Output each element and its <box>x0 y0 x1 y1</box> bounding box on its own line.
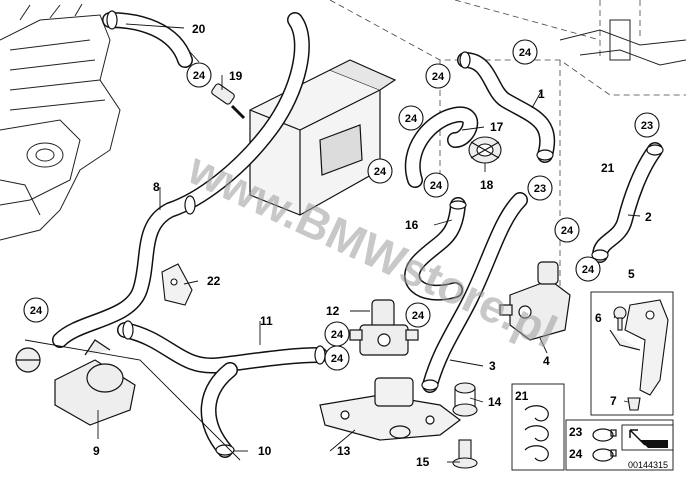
clamp-part-23-legend-drawing <box>592 428 617 462</box>
valve-part-4 <box>499 261 571 341</box>
callout-24: 24 <box>324 345 350 371</box>
clip-part-7 <box>627 397 641 411</box>
callout-24: 24 <box>425 63 451 89</box>
part-label-2: 2 <box>645 210 652 224</box>
screw-part-6 <box>613 306 627 331</box>
part-label-9: 9 <box>93 444 100 458</box>
part-label-5: 5 <box>628 267 635 281</box>
part-label-17: 17 <box>490 120 504 134</box>
callout-24: 24 <box>575 256 601 282</box>
part-label-13: 13 <box>337 444 351 458</box>
arrow-icon <box>621 424 674 451</box>
svg-text:24: 24 <box>193 70 206 82</box>
part-label-1: 1 <box>538 87 545 101</box>
callout-24: 24 <box>554 217 580 243</box>
bulkhead-bracket-upper-right <box>559 19 686 66</box>
part-label-7: 7 <box>610 394 617 408</box>
callout-24: 24 <box>367 158 393 184</box>
part-label-21: 21 <box>601 161 615 175</box>
svg-text:24: 24 <box>405 113 418 125</box>
legend-item-21: 21 <box>515 389 529 403</box>
svg-text:24: 24 <box>430 180 443 192</box>
hose-shapes <box>52 12 663 458</box>
clip-part-21-legend-drawing <box>524 405 549 462</box>
callout-24: 24 <box>398 105 424 131</box>
callout-24: 24 <box>423 172 449 198</box>
callout-24: 24 <box>324 321 350 347</box>
legend-item-23: 23 <box>569 425 583 439</box>
callout-circles: 24 24 24 24 24 24 23 23 24 24 24 24 24 2… <box>23 39 660 371</box>
part-label-3: 3 <box>489 359 496 373</box>
part-label-6: 6 <box>595 311 602 325</box>
leader-lines <box>97 23 641 463</box>
part-label-11: 11 <box>260 314 273 328</box>
auxiliary-heater-unit <box>249 59 397 216</box>
svg-text:23: 23 <box>641 120 653 132</box>
engine-block-outline <box>0 3 121 241</box>
callout-23: 23 <box>527 175 553 201</box>
hose-17 <box>404 106 479 188</box>
callout-24: 24 <box>512 39 538 65</box>
control-valve-part-12 <box>349 299 419 356</box>
svg-text:23: 23 <box>534 183 546 195</box>
callout-24: 24 <box>405 302 431 328</box>
part-label-16: 16 <box>405 218 419 232</box>
rubber-mount-part-14 <box>452 382 478 417</box>
svg-text:24: 24 <box>374 166 387 178</box>
part-label-15: 15 <box>416 455 430 469</box>
hose-16 <box>404 197 466 301</box>
mounting-plate-part-13 <box>319 377 461 441</box>
part-label-19: 19 <box>229 69 243 83</box>
svg-text:24: 24 <box>561 225 574 237</box>
svg-text:24: 24 <box>432 71 445 83</box>
part-label-22: 22 <box>207 274 221 288</box>
callout-24: 24 <box>186 62 212 88</box>
hose-10 <box>200 362 238 458</box>
bolt-part-15 <box>452 439 478 469</box>
legend-inset: 21 23 24 00144315 <box>515 389 674 470</box>
callout-23: 23 <box>634 112 660 138</box>
callout-24: 24 <box>23 297 49 323</box>
part-label-18: 18 <box>480 178 494 192</box>
document-id: 00144315 <box>628 460 668 470</box>
legend-item-24: 24 <box>569 447 583 461</box>
hose-20 <box>102 12 193 68</box>
hose-3 <box>422 192 528 393</box>
svg-text:24: 24 <box>582 264 595 276</box>
hose-8 <box>52 12 310 348</box>
hose-2 <box>592 142 663 263</box>
bracket-part-22 <box>161 263 193 306</box>
sensor-part-19 <box>211 83 246 120</box>
svg-text:24: 24 <box>331 329 344 341</box>
bracket-assembly-part-5 <box>609 299 669 396</box>
part-label-10: 10 <box>258 444 272 458</box>
part-label-14: 14 <box>488 395 502 409</box>
hose-clamps <box>106 10 664 456</box>
hose-1 <box>457 52 556 163</box>
part-label-12: 12 <box>326 304 340 318</box>
part-label-4: 4 <box>543 354 550 368</box>
svg-text:24: 24 <box>519 47 532 59</box>
svg-text:24: 24 <box>331 353 344 365</box>
hose-11 <box>117 322 328 374</box>
grommet-part-18 <box>468 136 502 164</box>
part-label-20: 20 <box>192 22 206 36</box>
pump-part-9 <box>15 339 136 426</box>
svg-text:24: 24 <box>30 305 43 317</box>
part-labels: 20 19 8 22 9 10 11 12 13 14 15 16 17 18 … <box>93 22 652 469</box>
svg-text:24: 24 <box>412 310 425 322</box>
part-label-8: 8 <box>153 180 160 194</box>
